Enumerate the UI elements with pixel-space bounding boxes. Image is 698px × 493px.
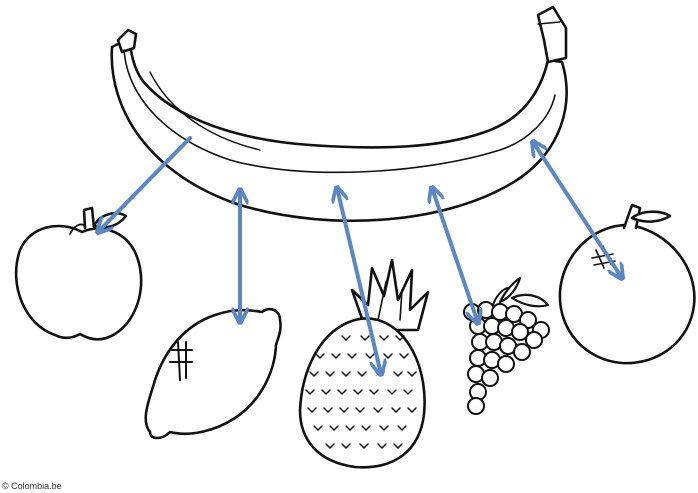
grape-berry xyxy=(482,370,498,386)
copyright-credit: © Colombia.be xyxy=(2,481,62,491)
lemon-icon xyxy=(146,309,281,438)
pineapple-icon xyxy=(300,260,428,467)
grape-berry xyxy=(526,332,542,348)
arrow-banana-apple xyxy=(98,138,190,232)
grape-berry xyxy=(514,344,530,360)
grapes-icon xyxy=(493,278,548,306)
grape-berry xyxy=(468,398,484,414)
apple-icon xyxy=(16,208,141,339)
orange-icon xyxy=(560,205,694,363)
grape-berry xyxy=(498,356,514,372)
